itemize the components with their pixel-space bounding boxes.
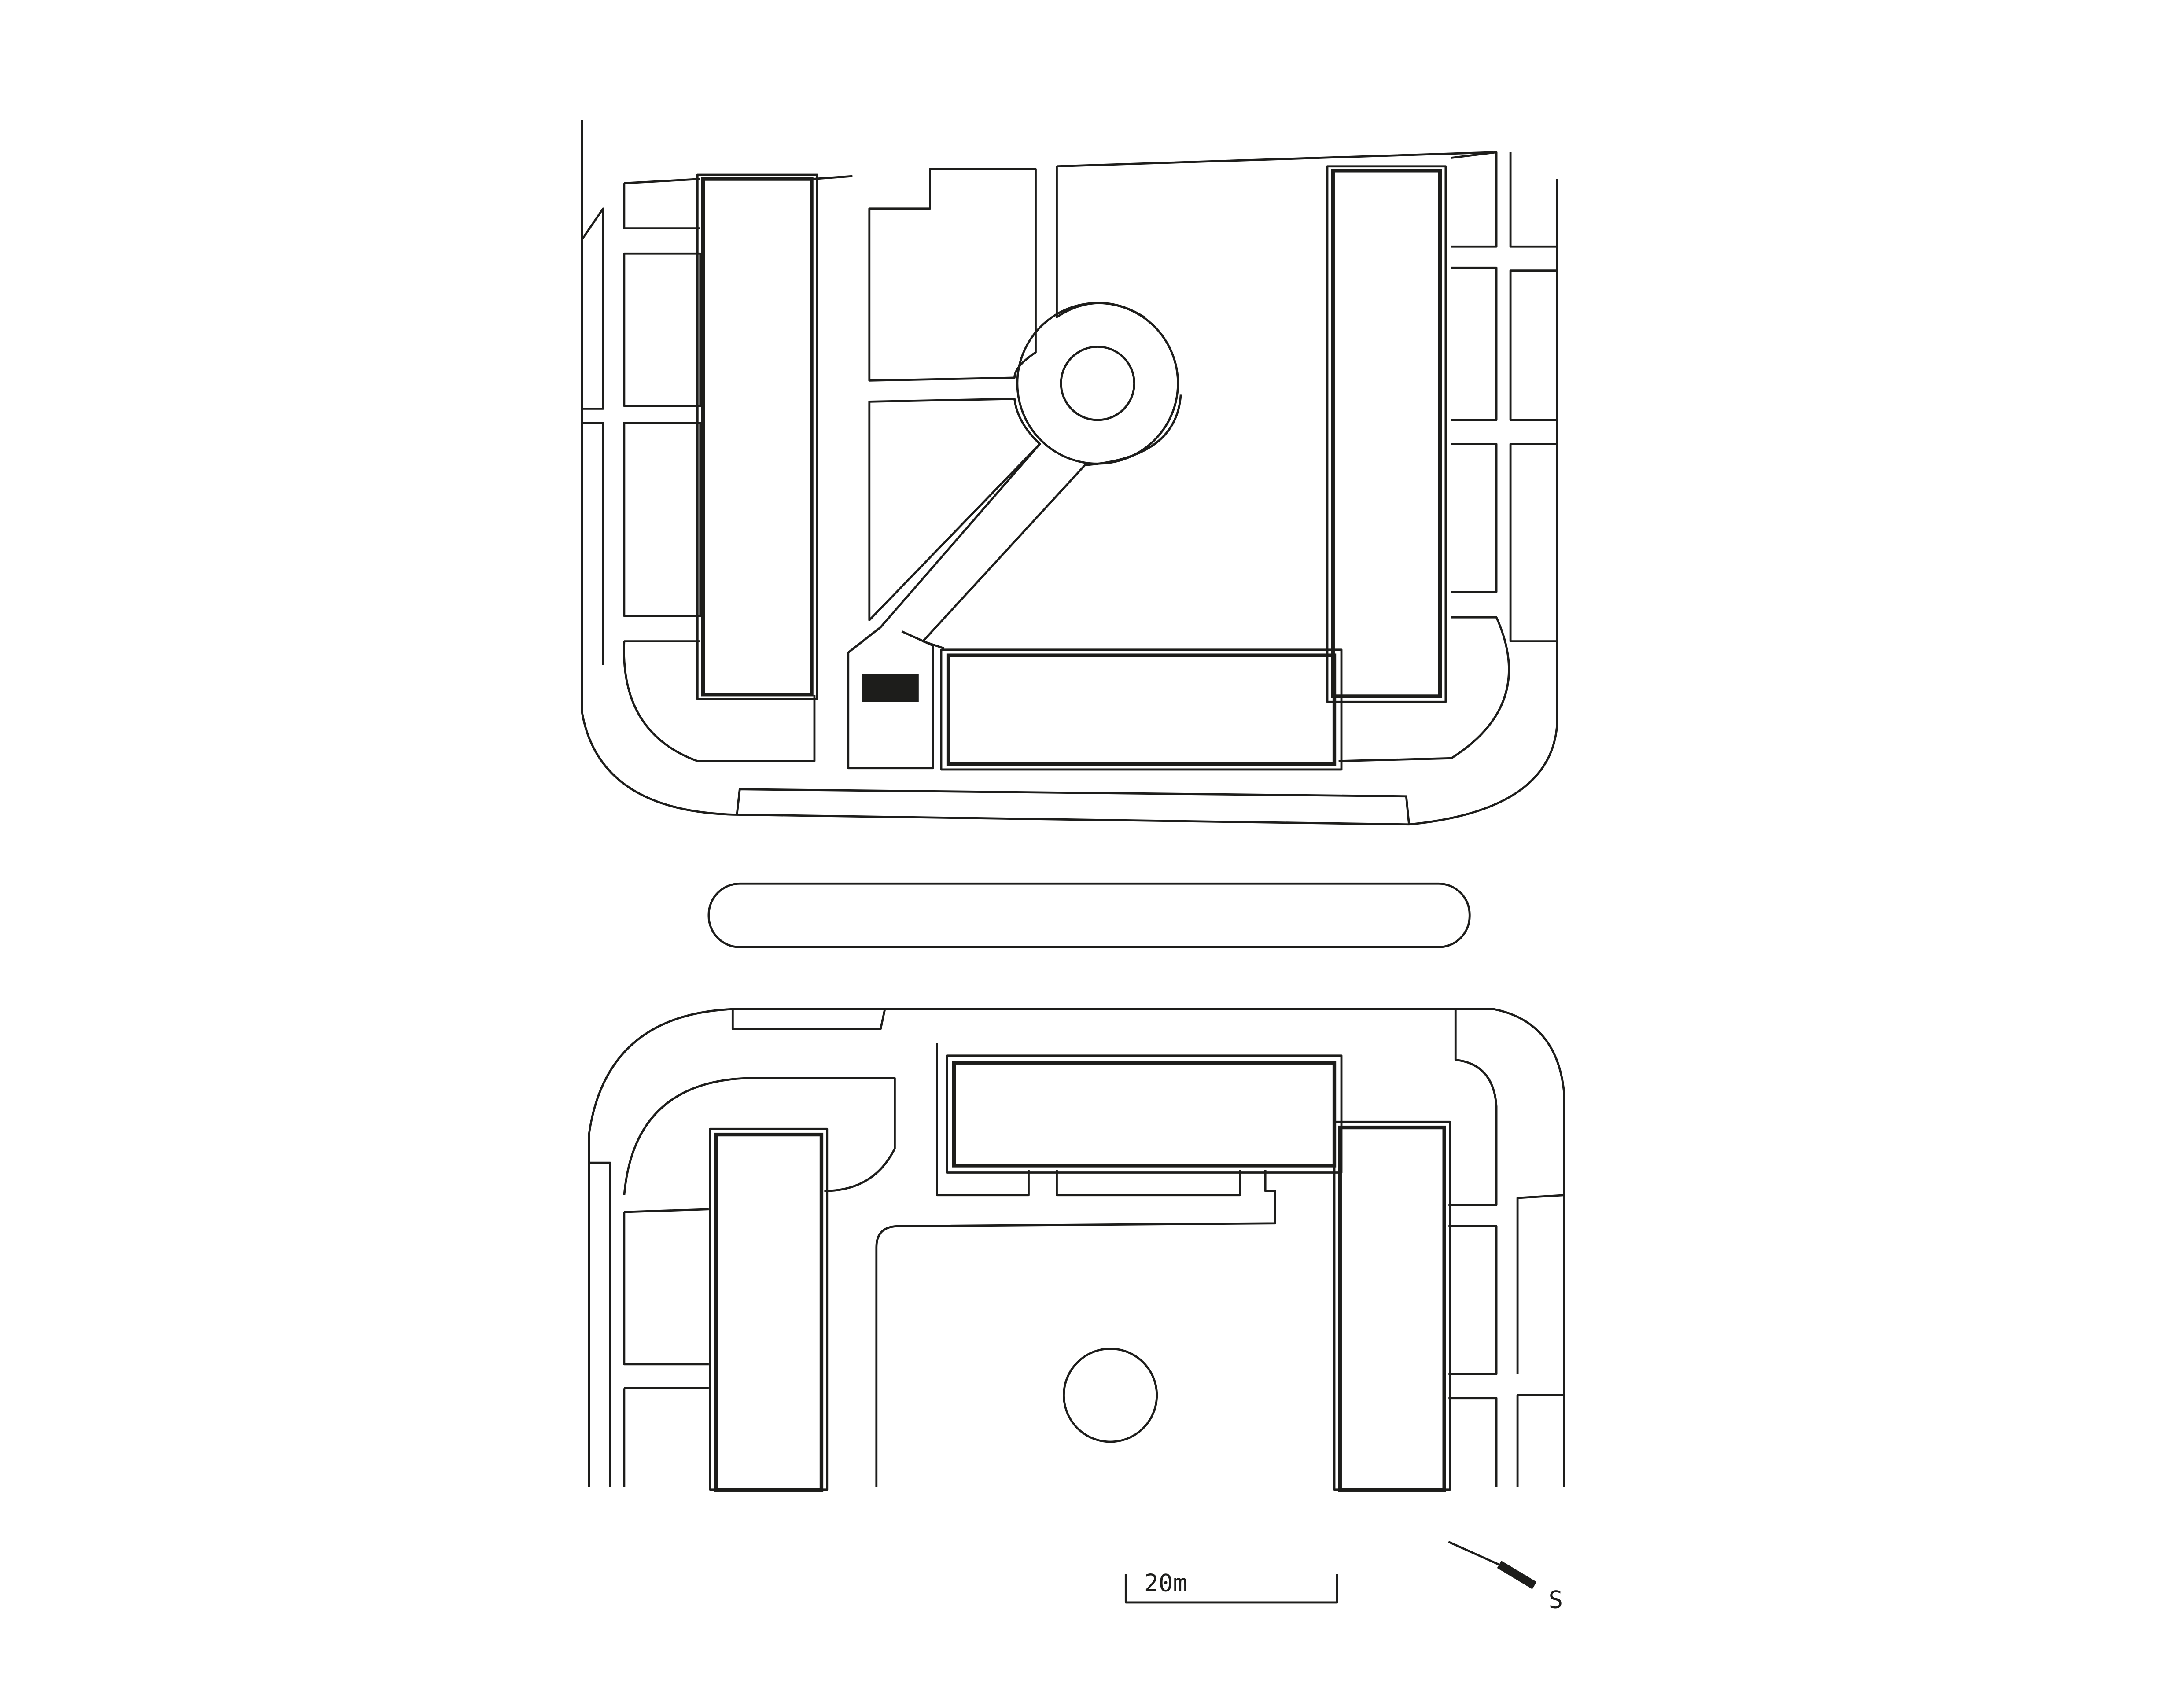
upper-block — [581, 120, 1558, 826]
roundabout-inner — [1060, 346, 1135, 421]
scale-bar: 20m — [1124, 1569, 1338, 1604]
small-structure-filled — [862, 674, 919, 702]
orientation-arrow-line — [1448, 1541, 1506, 1569]
courtyard-plots — [868, 151, 1494, 649]
lower-left-plots — [589, 1009, 896, 1487]
orientation-indicator: S — [1448, 1541, 1563, 1614]
scale-bar-line — [1124, 1574, 1338, 1604]
lower-right-plots — [1448, 1009, 1564, 1487]
upper-block-boundary — [581, 120, 1558, 826]
lower-circle — [1063, 1348, 1158, 1443]
building-lower-left — [714, 1132, 824, 1492]
building-upper-left — [701, 177, 814, 697]
building-upper-left-outline — [696, 173, 818, 700]
building-upper-right-outline — [1326, 165, 1447, 703]
roundabout-outer — [1016, 302, 1179, 465]
scale-bar-label: 20m — [1144, 1569, 1187, 1597]
diagonal-path — [847, 443, 1041, 770]
lower-block-boundary — [588, 1008, 1565, 1487]
building-upper-middle — [946, 653, 1337, 766]
upper-right-plots — [1338, 152, 1558, 762]
building-lower-middle-outline — [946, 1054, 1343, 1174]
upper-left-plots — [581, 183, 816, 762]
building-upper-middle-outline — [940, 648, 1343, 771]
lower-block — [588, 1008, 1565, 1492]
road-median — [707, 882, 1471, 948]
building-upper-right — [1331, 169, 1442, 698]
building-lower-right-outline — [1333, 1120, 1451, 1491]
orientation-label: S — [1549, 1586, 1563, 1614]
building-lower-right — [1338, 1125, 1446, 1492]
orientation-arrow-head — [1497, 1561, 1537, 1589]
building-lower-left-outline — [709, 1127, 829, 1491]
building-lower-middle — [952, 1061, 1337, 1168]
sidewalk-strip — [736, 788, 1411, 825]
upper-top-edge — [624, 151, 1498, 248]
lower-courtyard — [875, 1042, 1276, 1487]
